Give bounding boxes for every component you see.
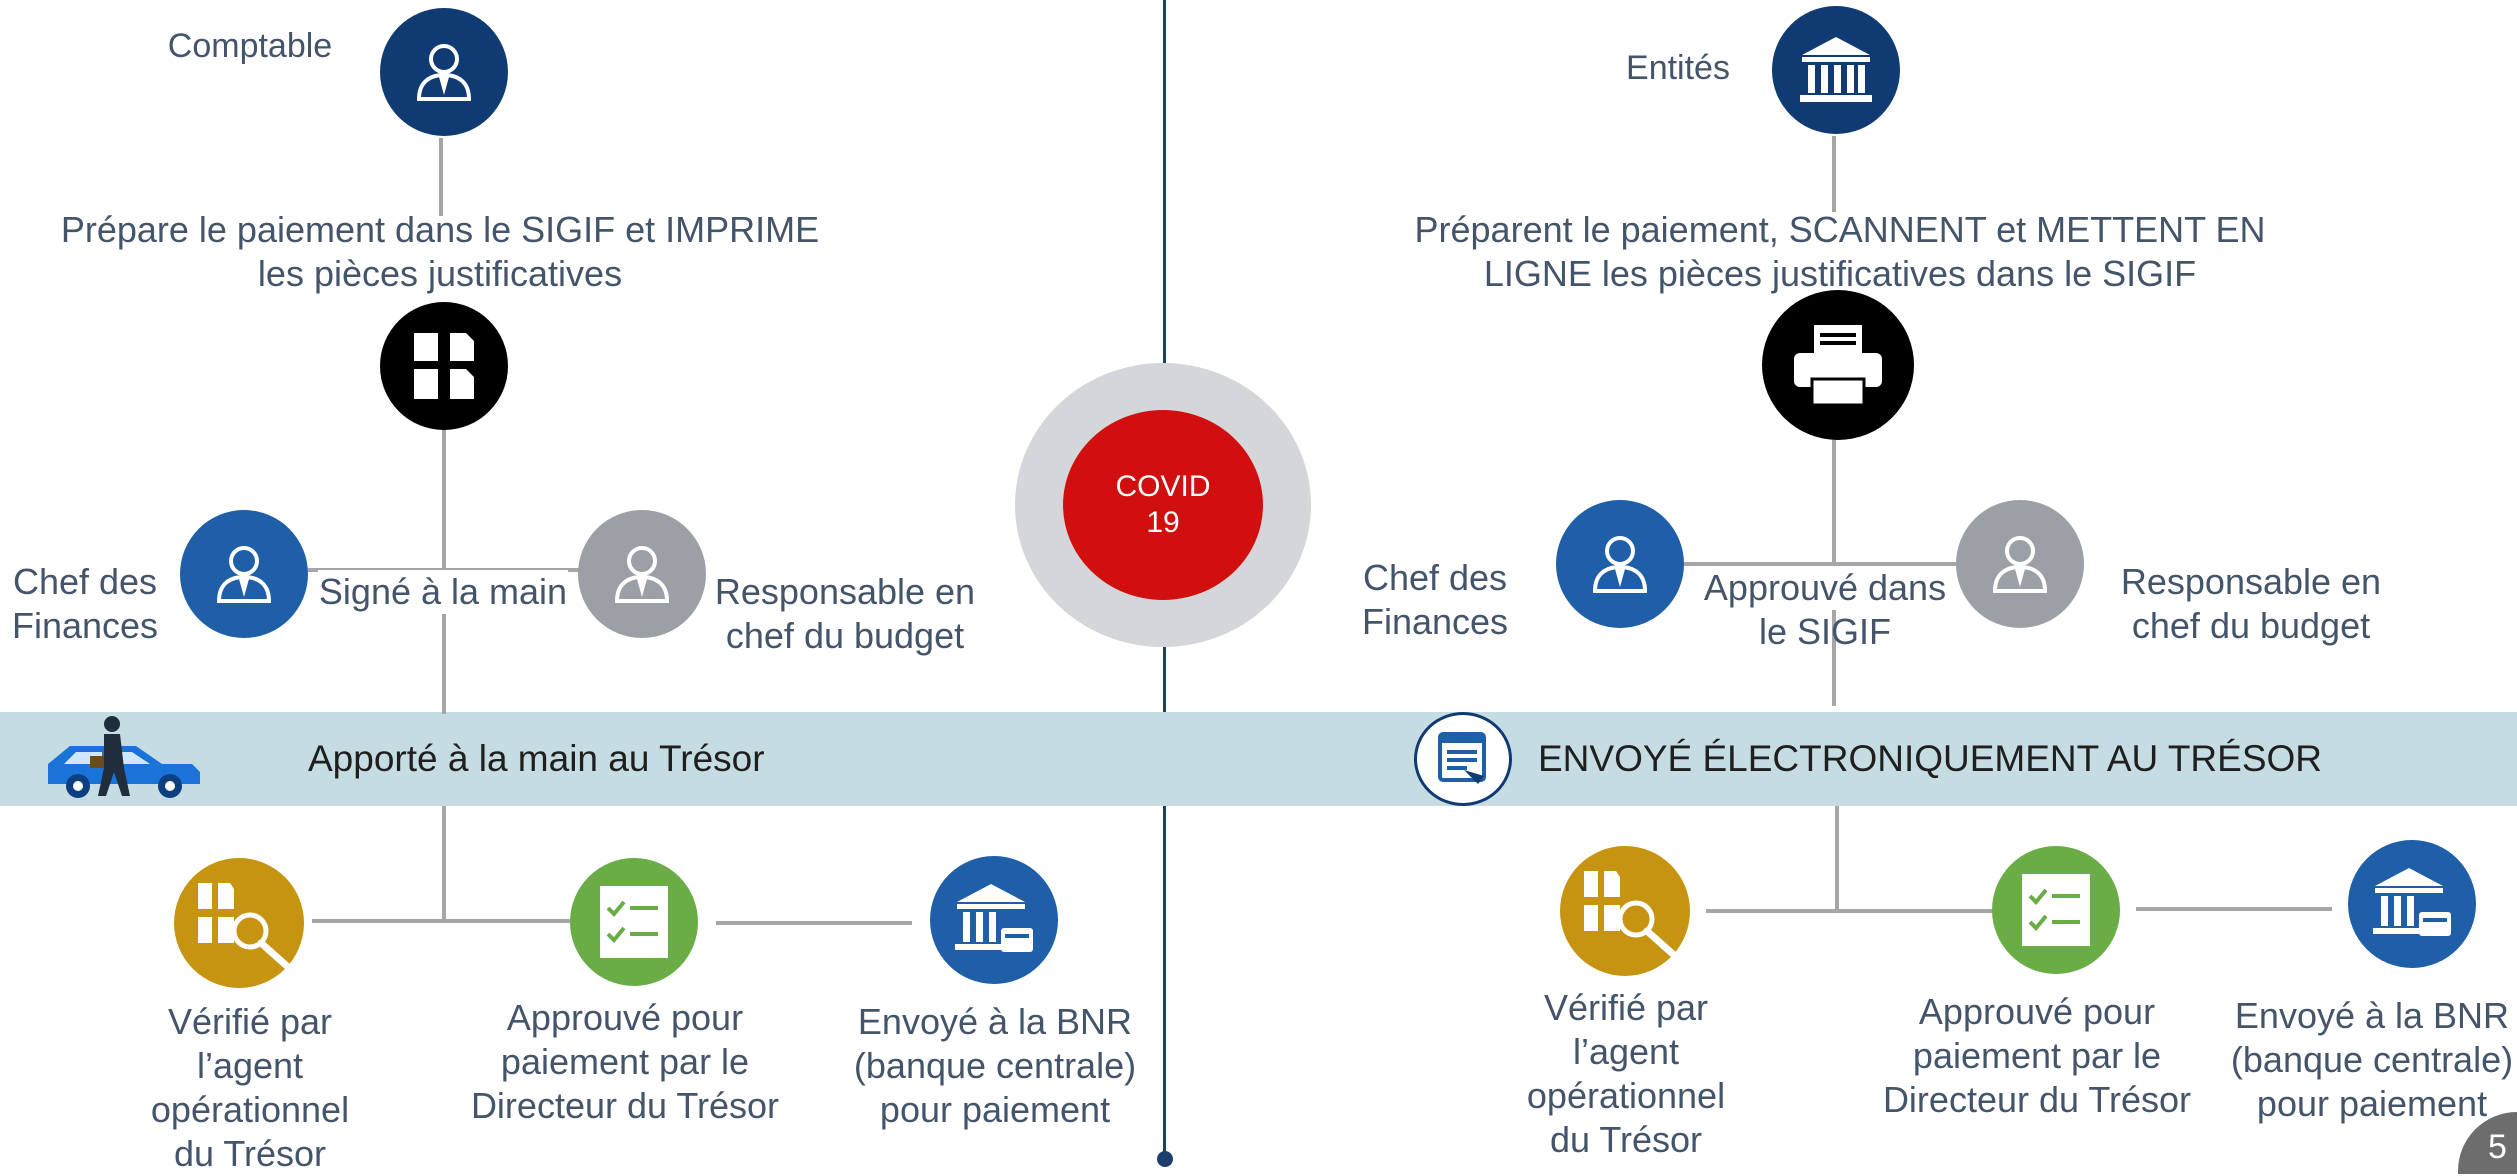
right-line-top bbox=[1832, 136, 1836, 212]
right-verify-circle bbox=[1560, 846, 1690, 976]
documents-icon bbox=[414, 333, 474, 399]
left-verify-label-3: opérationnel bbox=[150, 1089, 350, 1130]
checklist-icon bbox=[600, 886, 668, 958]
left-approve-label-3: Directeur du Trésor bbox=[470, 1085, 780, 1126]
right-verify-label-1: Vérifié par bbox=[1543, 987, 1709, 1028]
right-verify-label-3: opérationnel bbox=[1526, 1075, 1726, 1116]
left-send-label-2: (banque centrale) bbox=[853, 1045, 1137, 1086]
covid-label-line1: COVID bbox=[1115, 470, 1211, 503]
bank-card-icon bbox=[2373, 868, 2451, 936]
right-top-actor-label: Entités bbox=[1626, 49, 1730, 87]
right-approve-sigif-line1: Approuvé dans bbox=[1690, 566, 1960, 610]
left-send-label-3: pour paiement bbox=[879, 1089, 1111, 1130]
right-send-label-3: pour paiement bbox=[2256, 1083, 2488, 1124]
right-approve-label-2: paiement par le bbox=[1912, 1035, 2162, 1076]
magnifier-documents-icon bbox=[198, 883, 292, 971]
covid-badge: COVID 19 bbox=[1063, 410, 1263, 600]
left-signed-label: Signé à la main bbox=[318, 570, 568, 614]
person-icon bbox=[1992, 536, 2048, 593]
left-prepare-text-line2: les pièces justificatives bbox=[257, 253, 623, 294]
right-prepare-text-line1: Préparent le paiement, SCANNENT et METTE… bbox=[1414, 209, 2266, 250]
left-documents-circle bbox=[380, 302, 508, 430]
left-chef-label-line2: Finances bbox=[11, 605, 159, 646]
right-band-text: ENVOYÉ ÉLECTRONIQUEMENT AU TRÉSOR bbox=[1538, 738, 2323, 779]
right-approve-sigif-line2: le SIGIF bbox=[1758, 611, 1892, 652]
right-prepare-text-line2: LIGNE les pièces justificatives dans le … bbox=[1483, 253, 2197, 294]
page-number: 5 bbox=[2488, 1128, 2507, 1166]
left-top-actor-label: Comptable bbox=[167, 27, 333, 65]
left-line-mid bbox=[442, 388, 446, 714]
bank-card-icon bbox=[955, 884, 1033, 952]
left-send-circle bbox=[930, 856, 1058, 984]
right-chef-label-line1: Chef des bbox=[1362, 557, 1508, 598]
right-approve-circle bbox=[1992, 846, 2120, 974]
left-line-top bbox=[439, 138, 443, 216]
left-chef-label-line1: Chef des bbox=[12, 561, 158, 602]
left-band-text: Apporté à la main au Trésor bbox=[308, 738, 765, 779]
checklist-icon bbox=[2022, 874, 2090, 946]
left-approve-circle bbox=[570, 858, 698, 986]
right-chef-avatar bbox=[1556, 500, 1684, 628]
magnifier-documents-icon bbox=[1584, 871, 1678, 959]
center-divider-end-dot bbox=[1157, 1151, 1173, 1167]
left-line-bottom-v bbox=[442, 806, 446, 922]
left-accountant-avatar bbox=[380, 8, 508, 136]
left-line-bottom-h1 bbox=[312, 919, 570, 923]
bank-icon bbox=[1800, 37, 1872, 102]
right-approve-label-3: Directeur du Trésor bbox=[1882, 1079, 2192, 1120]
electronic-document-icon bbox=[1438, 732, 1486, 784]
right-line-bottom-v bbox=[1835, 806, 1839, 912]
covid-label-line2: 19 bbox=[1146, 506, 1180, 539]
right-printer-circle bbox=[1762, 290, 1914, 440]
right-approve-label-1: Approuvé pour bbox=[1918, 991, 2156, 1032]
right-send-circle bbox=[2348, 840, 2476, 968]
person-icon bbox=[614, 546, 670, 603]
left-prepare-text-line1: Prépare le paiement dans le SIGIF et IMP… bbox=[60, 209, 820, 250]
transfer-band bbox=[0, 712, 2517, 806]
person-icon bbox=[416, 44, 472, 101]
right-line-bottom-h1 bbox=[1706, 909, 1996, 913]
left-budget-avatar bbox=[578, 510, 706, 638]
right-chef-label-line2: Finances bbox=[1361, 601, 1509, 642]
left-budget-label-line1: Responsable en bbox=[714, 571, 976, 612]
right-budget-avatar bbox=[1956, 500, 2084, 628]
left-line-bottom-h2 bbox=[716, 921, 912, 925]
printer-icon bbox=[1794, 325, 1882, 407]
left-verify-label-2: l’agent bbox=[196, 1045, 304, 1086]
right-budget-label-line1: Responsable en bbox=[2120, 561, 2382, 602]
left-send-label-1: Envoyé à la BNR bbox=[857, 1001, 1133, 1042]
right-send-label-2: (banque centrale) bbox=[2230, 1039, 2514, 1080]
person-icon bbox=[1592, 536, 1648, 593]
right-entities-avatar bbox=[1772, 6, 1900, 134]
left-verify-circle bbox=[174, 858, 304, 988]
left-verify-label-1: Vérifié par bbox=[167, 1001, 333, 1042]
right-band-icon-circle bbox=[1414, 712, 1512, 806]
right-verify-label-2: l’agent bbox=[1572, 1031, 1680, 1072]
covid-ring: COVID 19 bbox=[1015, 363, 1311, 647]
left-approve-label-1: Approuvé pour bbox=[506, 997, 744, 1038]
right-verify-label-4: du Trésor bbox=[1549, 1119, 1703, 1160]
left-budget-label-line2: chef du budget bbox=[725, 615, 965, 656]
left-approve-label-2: paiement par le bbox=[500, 1041, 750, 1082]
left-verify-label-4: du Trésor bbox=[173, 1133, 327, 1174]
car-courier-icon bbox=[40, 712, 208, 806]
right-send-label-1: Envoyé à la BNR bbox=[2234, 995, 2510, 1036]
person-icon bbox=[216, 546, 272, 603]
right-line-approve-h bbox=[1684, 562, 1960, 566]
right-budget-label-line2: chef du budget bbox=[2131, 605, 2371, 646]
left-chef-avatar bbox=[180, 510, 308, 638]
right-line-bottom-h2 bbox=[2136, 907, 2332, 911]
